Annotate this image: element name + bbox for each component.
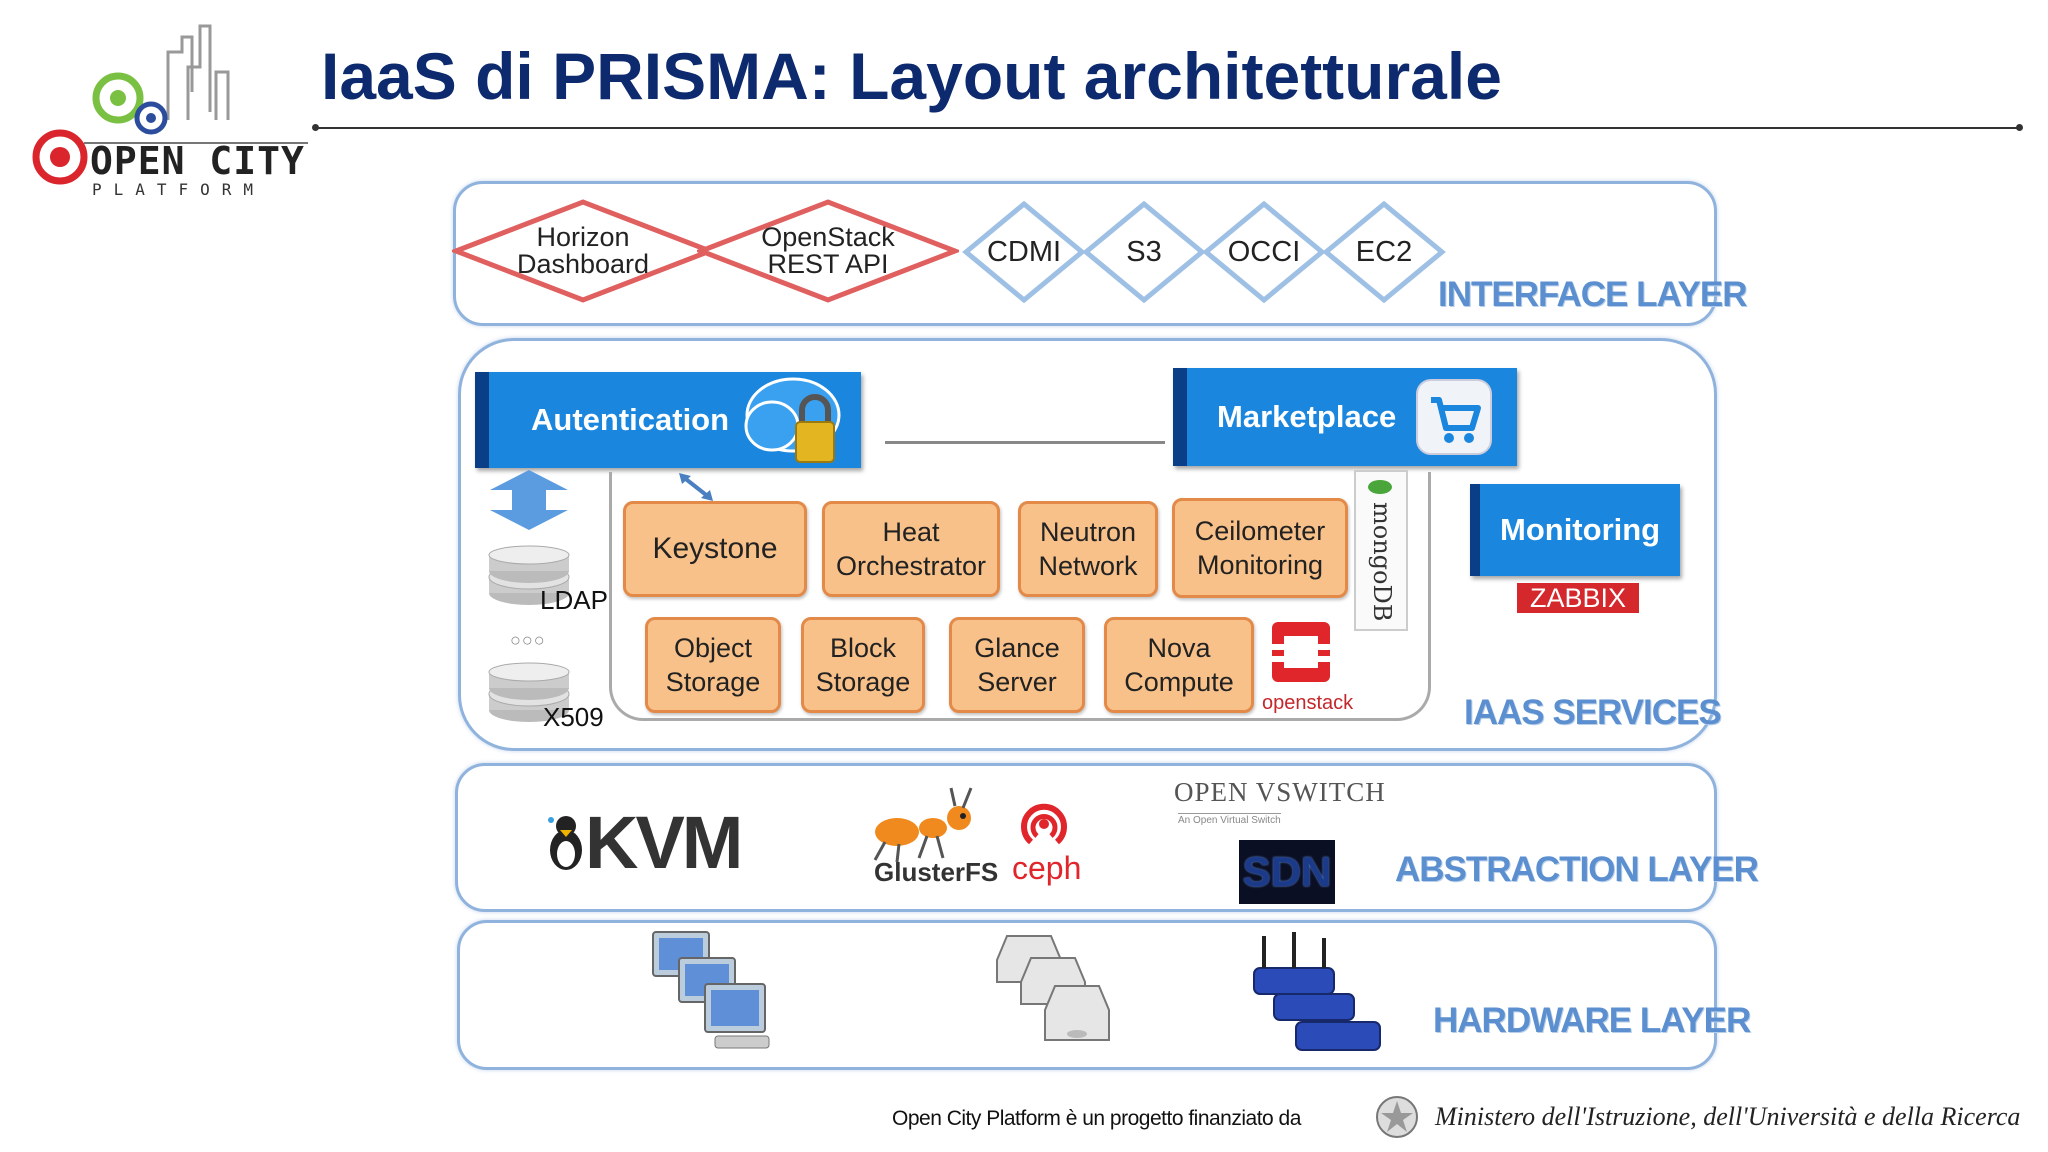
double-arrow-icon: [488, 468, 570, 532]
mongodb-leaf-icon: [1368, 480, 1392, 494]
diamond-shape: [1202, 200, 1326, 304]
neutron-line2: Network: [1038, 551, 1138, 581]
autentication-label: Autentication: [531, 402, 730, 437]
ceilometer-line1: Ceilometer: [1194, 516, 1326, 546]
mongodb-badge: mongoDB: [1354, 470, 1408, 631]
glance-line2: Server: [977, 667, 1057, 697]
occi-diamond: OCCI: [1202, 200, 1326, 304]
openvswitch-tagline: An Open Virtual Switch: [1178, 813, 1281, 826]
keystone-arrow-icon: [677, 472, 715, 502]
monitoring-box: Monitoring: [1470, 484, 1680, 576]
s3-label: S3: [1126, 235, 1162, 268]
mongodb-label: mongoDB: [1368, 502, 1396, 622]
abstraction-layer-label: ABSTRACTION LAYER: [1395, 850, 1759, 889]
kvm-penguin-icon: [543, 812, 589, 874]
marketplace-label: Marketplace: [1217, 399, 1397, 434]
ellipsis-dots: ○○○: [510, 630, 546, 650]
diamond-shape: [697, 199, 959, 303]
hardware-layer-label: HARDWARE LAYER: [1433, 1001, 1751, 1040]
glusterfs-label: GlusterFS: [874, 857, 999, 887]
abstraction-layer: [455, 763, 1717, 912]
interface-layer-label: INTERFACE LAYER: [1438, 275, 1747, 314]
computers-icon: [649, 928, 779, 1054]
glance-line1: Glance: [974, 633, 1060, 663]
openstack-logo-icon: [1270, 620, 1332, 684]
object-line2: Storage: [665, 667, 761, 697]
sdn-label: SDN: [1242, 848, 1332, 895]
open-city-logo: OPEN CITY PLATFORM: [18, 12, 308, 199]
horizon-line2: Dashboard: [516, 249, 650, 279]
horizon-line1: Horizon: [536, 222, 630, 252]
ceph-icon: [1017, 794, 1071, 850]
neutron-line1: Neutron: [1039, 517, 1137, 547]
iaas-services-label: IAAS SERVICES: [1464, 693, 1722, 732]
title-divider: [312, 124, 2023, 131]
heat-line1: Heat: [882, 517, 940, 547]
occi-label: OCCI: [1227, 235, 1301, 268]
footer-text: Open City Platform è un progetto finanzi…: [892, 1107, 1301, 1130]
heat-line2: Orchestrator: [835, 551, 987, 581]
diamond-shape: [1322, 200, 1446, 304]
cdmi-label: CDMI: [986, 235, 1062, 268]
ldap-database-icon: [487, 545, 571, 607]
cdmi-diamond: CDMI: [962, 200, 1086, 304]
keystone-service: Keystone: [623, 501, 807, 597]
openstack-logo-text: openstack: [1262, 692, 1354, 714]
x509-label: X509: [543, 702, 604, 732]
logo-subtext: PLATFORM: [92, 180, 266, 199]
block-line1: Block: [829, 633, 896, 663]
logo-graphic: [32, 24, 308, 185]
openvswitch-logo: OPEN VSWITCH: [1174, 777, 1386, 807]
disk-drives-icon: [987, 930, 1123, 1050]
openstack-frame: [609, 472, 1431, 721]
x509-database-icon: [487, 662, 571, 724]
openstack-line2: REST API: [767, 249, 889, 279]
ceph-label: ceph: [1012, 850, 1082, 886]
keystone-line1: Keystone: [652, 532, 778, 565]
cloud-lock-icon: [738, 370, 848, 468]
connector-line: [885, 441, 1165, 444]
diamond-shape: [1082, 200, 1206, 304]
sdn-badge: SDN: [1239, 840, 1335, 904]
openstack-line1: OpenStack: [761, 222, 895, 252]
s3-diamond: S3: [1082, 200, 1206, 304]
glusterfs-ant-icon: [865, 784, 985, 864]
monitoring-label: Monitoring: [1500, 512, 1661, 547]
zabbix-logo: ZABBIX: [1517, 583, 1639, 613]
block-line2: Storage: [815, 667, 911, 697]
ec2-diamond: EC2: [1322, 200, 1446, 304]
logo-text: OPEN CITY: [90, 139, 305, 183]
ministry-signature: Ministero dell'Istruzione, dell'Universi…: [1435, 1102, 2021, 1131]
ldap-label: LDAP: [540, 585, 608, 615]
routers-icon: [1250, 928, 1384, 1056]
italian-republic-emblem-icon: [1373, 1093, 1421, 1141]
object-line1: Object: [673, 633, 753, 663]
diamond-shape: [962, 200, 1086, 304]
ceilometer-line2: Monitoring: [1196, 550, 1324, 580]
nova-line1: Nova: [1147, 633, 1211, 663]
ec2-label: EC2: [1355, 235, 1413, 268]
cart-icon: [1415, 378, 1493, 456]
kvm-logo: KVM: [585, 801, 743, 884]
page-title: IaaS di PRISMA: Layout architetturale: [321, 39, 1502, 113]
nova-line2: Compute: [1124, 667, 1234, 697]
